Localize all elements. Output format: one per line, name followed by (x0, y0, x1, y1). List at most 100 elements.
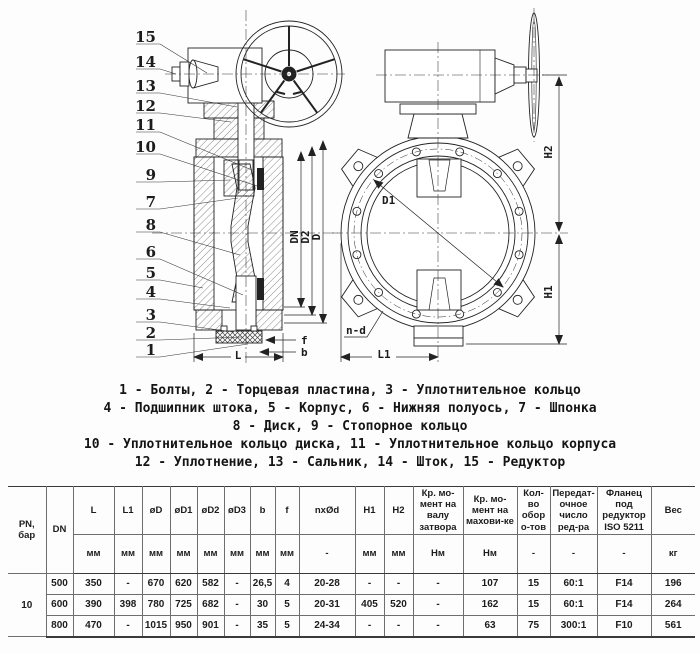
col-unit: Нм (462, 533, 518, 574)
spec-table: PN, бар DN L L1 øD øD1 øD2 øD3 b f nxØd … (8, 486, 695, 638)
col-header-pn: PN, бар (8, 486, 47, 574)
cell: 20-31 (298, 593, 356, 616)
callout-label: 12 (135, 97, 156, 115)
lug-hole (512, 161, 523, 172)
col-unit: мм (113, 533, 143, 574)
col-unit: - (596, 533, 652, 574)
cell: - (412, 614, 464, 638)
col-header: Вес (650, 486, 695, 535)
cell: - (223, 572, 251, 595)
col-unit: мм (223, 533, 251, 574)
cell: 500 (45, 572, 74, 595)
cell: 75 (516, 614, 551, 638)
cell: 582 (196, 572, 225, 595)
cell: 26,5 (249, 572, 276, 595)
cell: 5 (274, 614, 300, 638)
col-header: L1 (113, 486, 143, 535)
cell: - (383, 614, 414, 638)
cell: 264 (650, 593, 695, 616)
seat-ring-lower (257, 278, 264, 300)
callout-label: 6 (146, 243, 156, 261)
col-header: Кол-во обор о-тов (516, 486, 551, 535)
technical-drawing: DN D2 D L f b 15 14 13 12 11 10 9 (135, 8, 568, 366)
dim-label-l1: L1 (377, 348, 391, 361)
cell: 470 (72, 614, 115, 638)
cell: - (354, 614, 385, 638)
callout-leaders (136, 43, 258, 358)
cell: - (223, 593, 251, 616)
callout-label: 9 (146, 166, 156, 184)
cell: 561 (650, 614, 695, 638)
col-header: øD1 (169, 486, 198, 535)
pn-value: 10 (8, 572, 47, 638)
col-header: Кр. мо-мент на валу затвора (412, 486, 464, 535)
callout-label: 15 (135, 28, 156, 46)
col-header: L (72, 486, 115, 535)
dim-label-dn: DN (288, 230, 301, 243)
cell: 196 (650, 572, 695, 595)
callout-labels: 15 14 13 12 11 10 9 7 8 6 5 4 3 2 1 (135, 28, 156, 359)
col-unit: мм (141, 533, 171, 574)
cell: 15 (516, 593, 551, 616)
col-header: H1 (354, 486, 385, 535)
col-header: øD2 (196, 486, 225, 535)
legend-line: 8 - Диск, 9 - Стопорное кольцо (232, 419, 468, 434)
callout-label: 2 (146, 324, 156, 342)
dim-label-nd: n-d (346, 324, 366, 337)
col-unit: мм (196, 533, 225, 574)
seat-ring-upper (257, 168, 264, 190)
dim-label-f: f (301, 334, 308, 347)
callout-label: 3 (146, 306, 156, 324)
col-header: Кр. мо-мент на махови-ке (462, 486, 518, 535)
col-unit: мм (249, 533, 276, 574)
col-header: øD (141, 486, 171, 535)
cell: 405 (354, 593, 385, 616)
handwheel-bracket (494, 57, 515, 95)
col-unit: Нм (412, 533, 464, 574)
cell: 398 (113, 593, 143, 616)
dim-label-h1: H1 (542, 285, 555, 299)
callout-label: 4 (146, 283, 156, 301)
col-unit: мм (354, 533, 385, 574)
dim-label-d: D (310, 233, 323, 240)
lug-hole (353, 161, 364, 172)
cell: 780 (141, 593, 171, 616)
col-unit: мм (383, 533, 414, 574)
callout-label: 14 (135, 53, 156, 71)
callout-label: 13 (135, 77, 156, 95)
callout-label: 1 (146, 341, 156, 359)
cell: - (113, 614, 143, 638)
cell: 350 (72, 572, 115, 595)
legend-line: 1 - Болты, 2 - Торцевая пластина, 3 - Уп… (119, 383, 581, 398)
col-unit: - (516, 533, 551, 574)
col-header: f (274, 486, 300, 535)
cell: 4 (274, 572, 300, 595)
cell: 30 (249, 593, 276, 616)
cell: 35 (249, 614, 276, 638)
cell: 60:1 (549, 572, 598, 595)
cell: 950 (169, 614, 198, 638)
height-dimensions (466, 74, 567, 345)
bolt-circle-dimension (344, 179, 504, 338)
table-row: 10 500 350 - 670 620 582 - 26,5 4 20-28 … (8, 572, 695, 638)
col-unit: кг (650, 533, 695, 574)
dim-label-l: L (235, 349, 242, 362)
cell: 670 (141, 572, 171, 595)
legend-line: 4 - Подшипник штока, 5 - Корпус, 6 - Ниж… (103, 401, 597, 416)
table-row: 600 390 398 780 725 682 - 30 5 20-31 405… (8, 593, 695, 616)
col-unit: - (549, 533, 598, 574)
face-to-face-dimension (193, 333, 296, 362)
col-unit: мм (72, 533, 115, 574)
cell: - (354, 572, 385, 595)
cell: - (412, 572, 464, 595)
col-unit: мм (169, 533, 198, 574)
dim-label-h2: H2 (542, 145, 555, 158)
table-row: 800 470 - 1015 950 901 - 35 5 24-34 - - … (8, 614, 695, 638)
callout-label: 8 (146, 216, 156, 234)
section-view (171, 20, 343, 344)
end-plate-bolt (220, 325, 228, 332)
cell: - (412, 593, 464, 616)
cell: - (383, 572, 414, 595)
dim-label-b: b (301, 346, 308, 359)
callout-label: 11 (135, 116, 156, 134)
